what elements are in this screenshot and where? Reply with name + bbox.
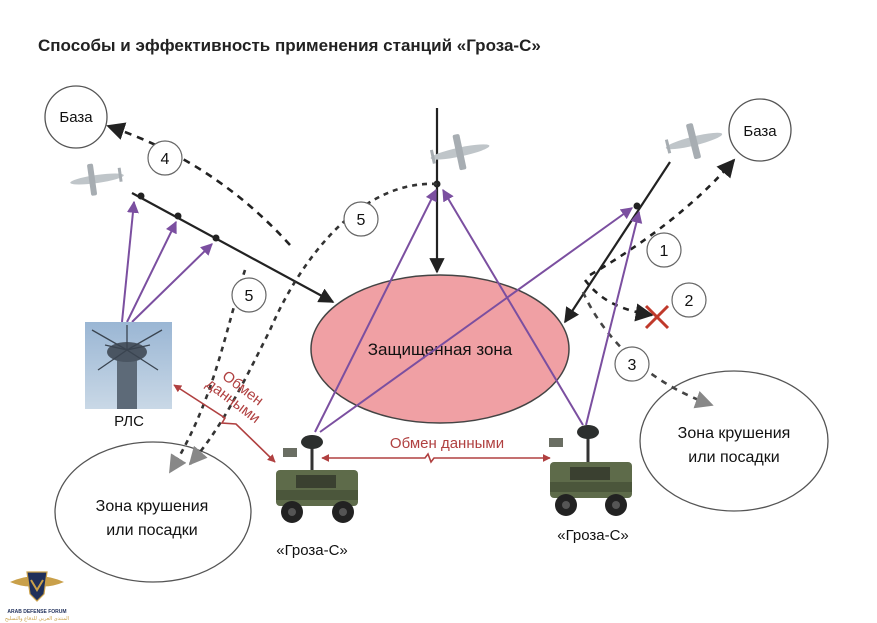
radar-tower-image: [85, 322, 172, 409]
marker-1: 1: [646, 232, 682, 268]
crash-zone-right-line1: Зона крушения: [678, 425, 791, 442]
jamming-beam: [585, 210, 643, 426]
jamming-beam: [314, 188, 437, 433]
radar-label: РЛС: [114, 413, 144, 430]
radar-beam: [126, 220, 177, 323]
base-left-circle: [44, 85, 108, 149]
path-node: [174, 212, 182, 220]
flight-path-left: [131, 192, 335, 303]
marker-4: 4: [147, 140, 183, 176]
base-left-label: База: [59, 109, 93, 126]
crash-zone-right-line2: или посадки: [688, 449, 779, 466]
arab-defense-forum-logo: ARAB DEFENSE FORUM المنتدى العربي للدفاع…: [5, 571, 69, 622]
svg-text:4: 4: [161, 151, 170, 168]
marker-5-center: 5: [343, 201, 379, 237]
data-exchange-link-diag: [173, 384, 276, 463]
svg-text:2: 2: [685, 293, 694, 310]
svg-text:1: 1: [660, 243, 669, 260]
path-node: [137, 192, 145, 200]
marker-2: 2: [671, 282, 707, 318]
svg-text:5: 5: [245, 288, 254, 305]
data-exchange-center-label: Обмен данными: [390, 435, 504, 452]
data-exchange-link-center: [321, 452, 551, 464]
crash-zone-left-line2: или посадки: [106, 522, 197, 539]
jamming-beam: [442, 188, 584, 426]
station-vehicle-left: [276, 435, 358, 523]
route-1-dashed: [589, 158, 736, 277]
base-right-circle: [728, 98, 792, 162]
marker-5-left: 5: [231, 277, 267, 313]
diagram-title: Способы и эффективность применения станц…: [38, 36, 541, 55]
svg-text:ARAB DEFENSE FORUM: ARAB DEFENSE FORUM: [7, 609, 66, 615]
svg-text:3: 3: [628, 357, 637, 374]
drone-icon: [429, 134, 490, 171]
path-node: [633, 202, 641, 210]
crash-zone-right: [639, 370, 829, 512]
base-right-label: База: [743, 123, 777, 140]
jamming-beam: [319, 207, 633, 433]
drone-icon: [70, 163, 124, 196]
marker-3: 3: [614, 346, 650, 382]
flight-path-right: [564, 161, 671, 324]
radar-beam: [121, 200, 139, 323]
path-node: [212, 234, 220, 242]
crash-zone-left-line1: Зона крушения: [96, 498, 209, 515]
svg-text:5: 5: [357, 212, 366, 229]
route-4-dashed: [106, 122, 291, 246]
radar-beam: [131, 243, 213, 323]
protected-zone-label: Защищенная зона: [368, 340, 513, 359]
crash-zone-left: [54, 441, 252, 583]
drone-icon: [664, 123, 723, 160]
station-right-label: «Гроза-С»: [557, 527, 629, 544]
station-vehicle-right: [549, 425, 632, 516]
svg-text:المنتدى العربي للدفاع والتسليح: المنتدى العربي للدفاع والتسليح: [5, 616, 69, 622]
jammed-x-icon: [644, 304, 670, 330]
station-left-label: «Гроза-С»: [276, 542, 348, 559]
